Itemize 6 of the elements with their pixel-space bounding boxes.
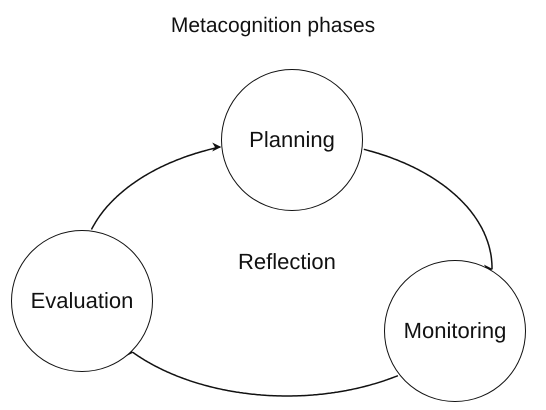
diagram-title: Metacognition phases bbox=[170, 14, 376, 38]
phase-label: Monitoring bbox=[404, 318, 506, 344]
phase-label: Planning bbox=[249, 127, 335, 153]
center-label: Reflection bbox=[238, 249, 336, 275]
cycle-arrow bbox=[90, 144, 222, 230]
phase-label: Evaluation bbox=[30, 288, 134, 314]
